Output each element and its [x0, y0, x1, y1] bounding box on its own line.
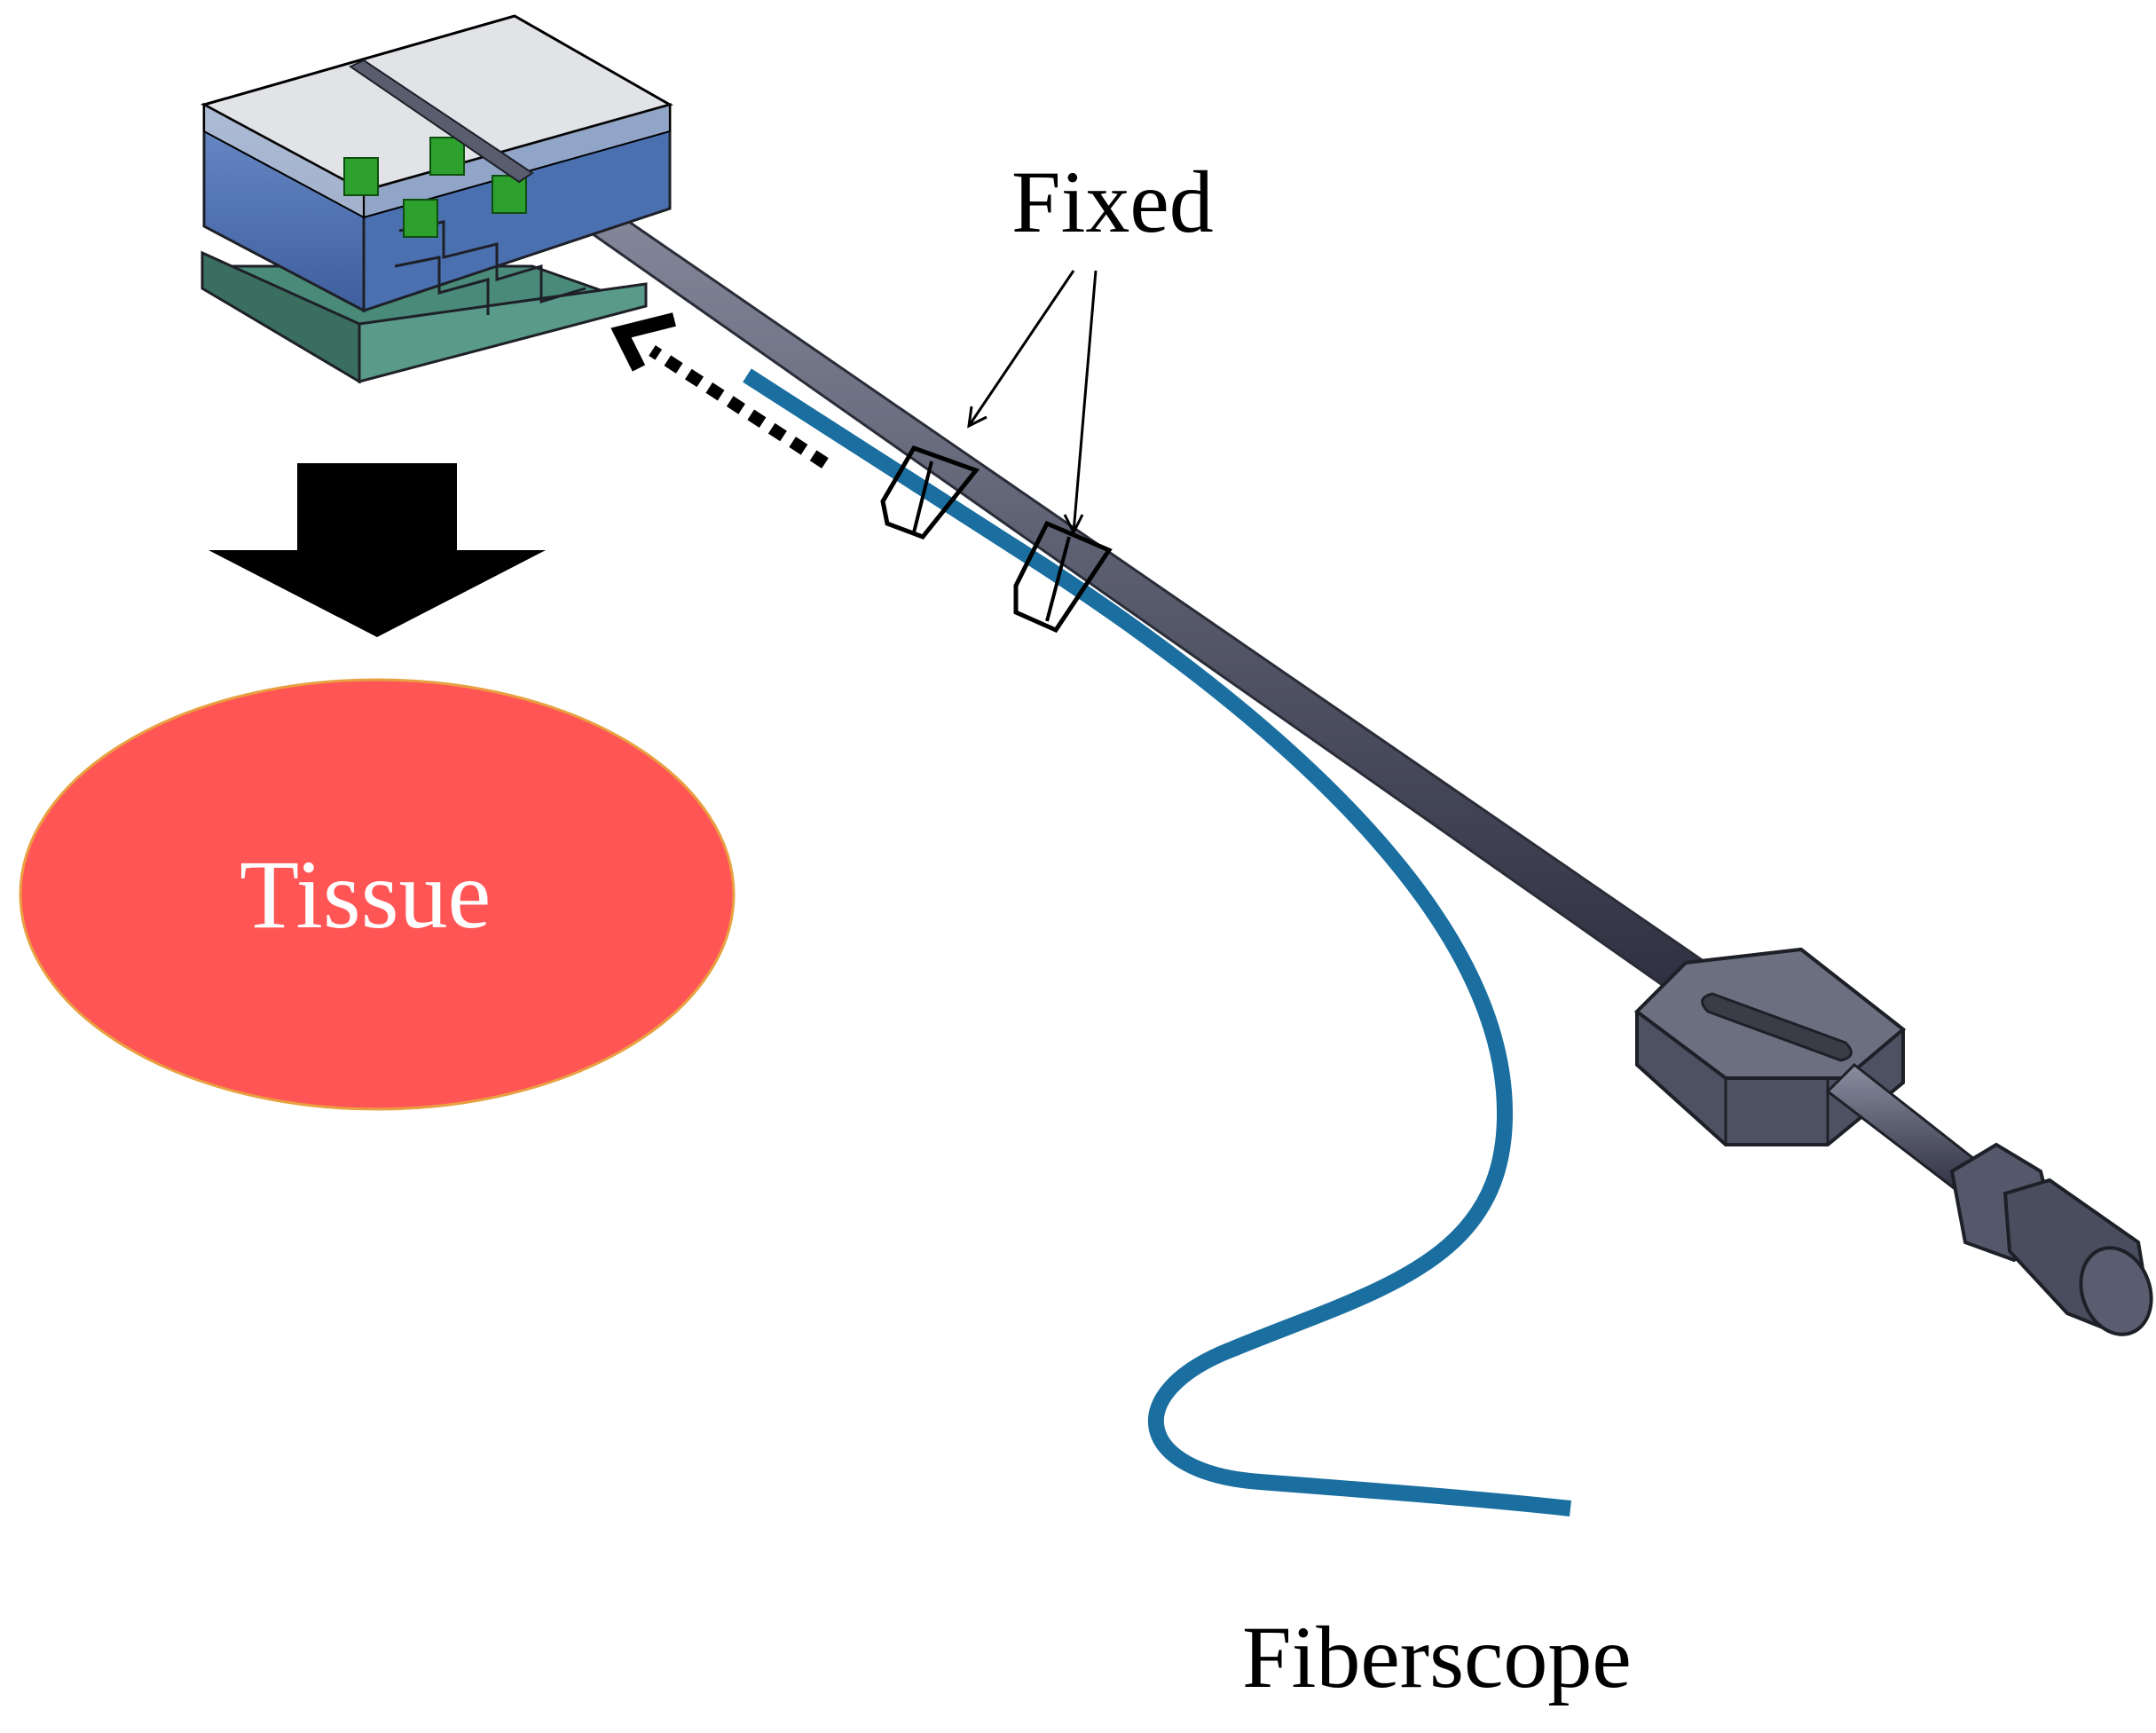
dotted-arrow-icon	[610, 312, 829, 469]
fiberscope-cable	[743, 368, 1571, 1516]
clamp-2	[1013, 520, 1113, 634]
fixed-leader-lines	[967, 270, 1098, 536]
fiberscope-label: Fiberscope	[1242, 1608, 1632, 1706]
fixed-label: Fixed	[1011, 153, 1214, 251]
tissue	[19, 678, 736, 1111]
device-box	[201, 14, 673, 384]
rear-connector	[1825, 1062, 2153, 1336]
tissue-label: Tissue	[240, 840, 492, 949]
down-arrow-icon	[209, 463, 546, 637]
clamp-1	[880, 445, 980, 540]
